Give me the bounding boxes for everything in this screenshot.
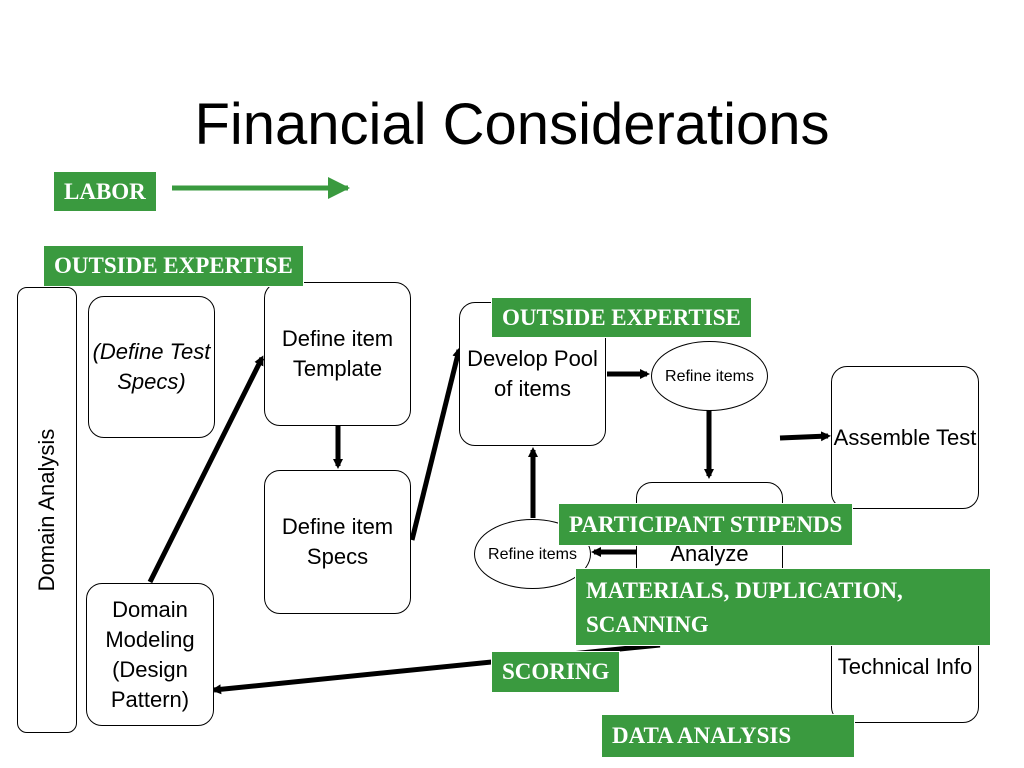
define-item-specs-node: Define item Specs	[264, 470, 411, 614]
domain-analysis-panel: Domain Analysis	[17, 287, 77, 733]
slide-title: Financial Considerations	[194, 92, 830, 157]
define-test-specs-node: (Define Test Specs)	[88, 296, 215, 438]
arrow-specs-to-pool	[409, 347, 463, 541]
arrow-to-assemble	[779, 431, 831, 442]
outside-expertise-tag-1: OUTSIDE EXPERTISE	[43, 245, 304, 287]
labor-tag: LABOR	[53, 171, 157, 212]
domain-analysis-label: Domain Analysis	[34, 428, 59, 592]
participant-stipends-tag: PARTICIPANT STIPENDS	[558, 503, 854, 546]
domain-modeling-node: Domain Modeling (Design Pattern)	[86, 583, 214, 726]
data-analysis-tag: DATA ANALYSIS	[601, 714, 855, 758]
scoring-tag: SCORING	[491, 651, 621, 693]
outside-expertise-tag-2: OUTSIDE EXPERTISE	[491, 297, 752, 338]
materials-tag: MATERIALS, DUPLICATION, SCANNING	[575, 568, 991, 646]
develop-pool-node: Develop Pool of items	[459, 302, 606, 446]
assemble-test-node: Assemble Test	[831, 366, 979, 509]
define-item-template-node: Define item Template	[264, 282, 411, 426]
materials-tag-line1: MATERIALS, DUPLICATION,	[586, 578, 903, 603]
refine-items-top-node: Refine items	[651, 341, 768, 411]
arrow-modeling-to-template	[147, 355, 265, 584]
materials-tag-line2: SCANNING	[586, 612, 709, 637]
